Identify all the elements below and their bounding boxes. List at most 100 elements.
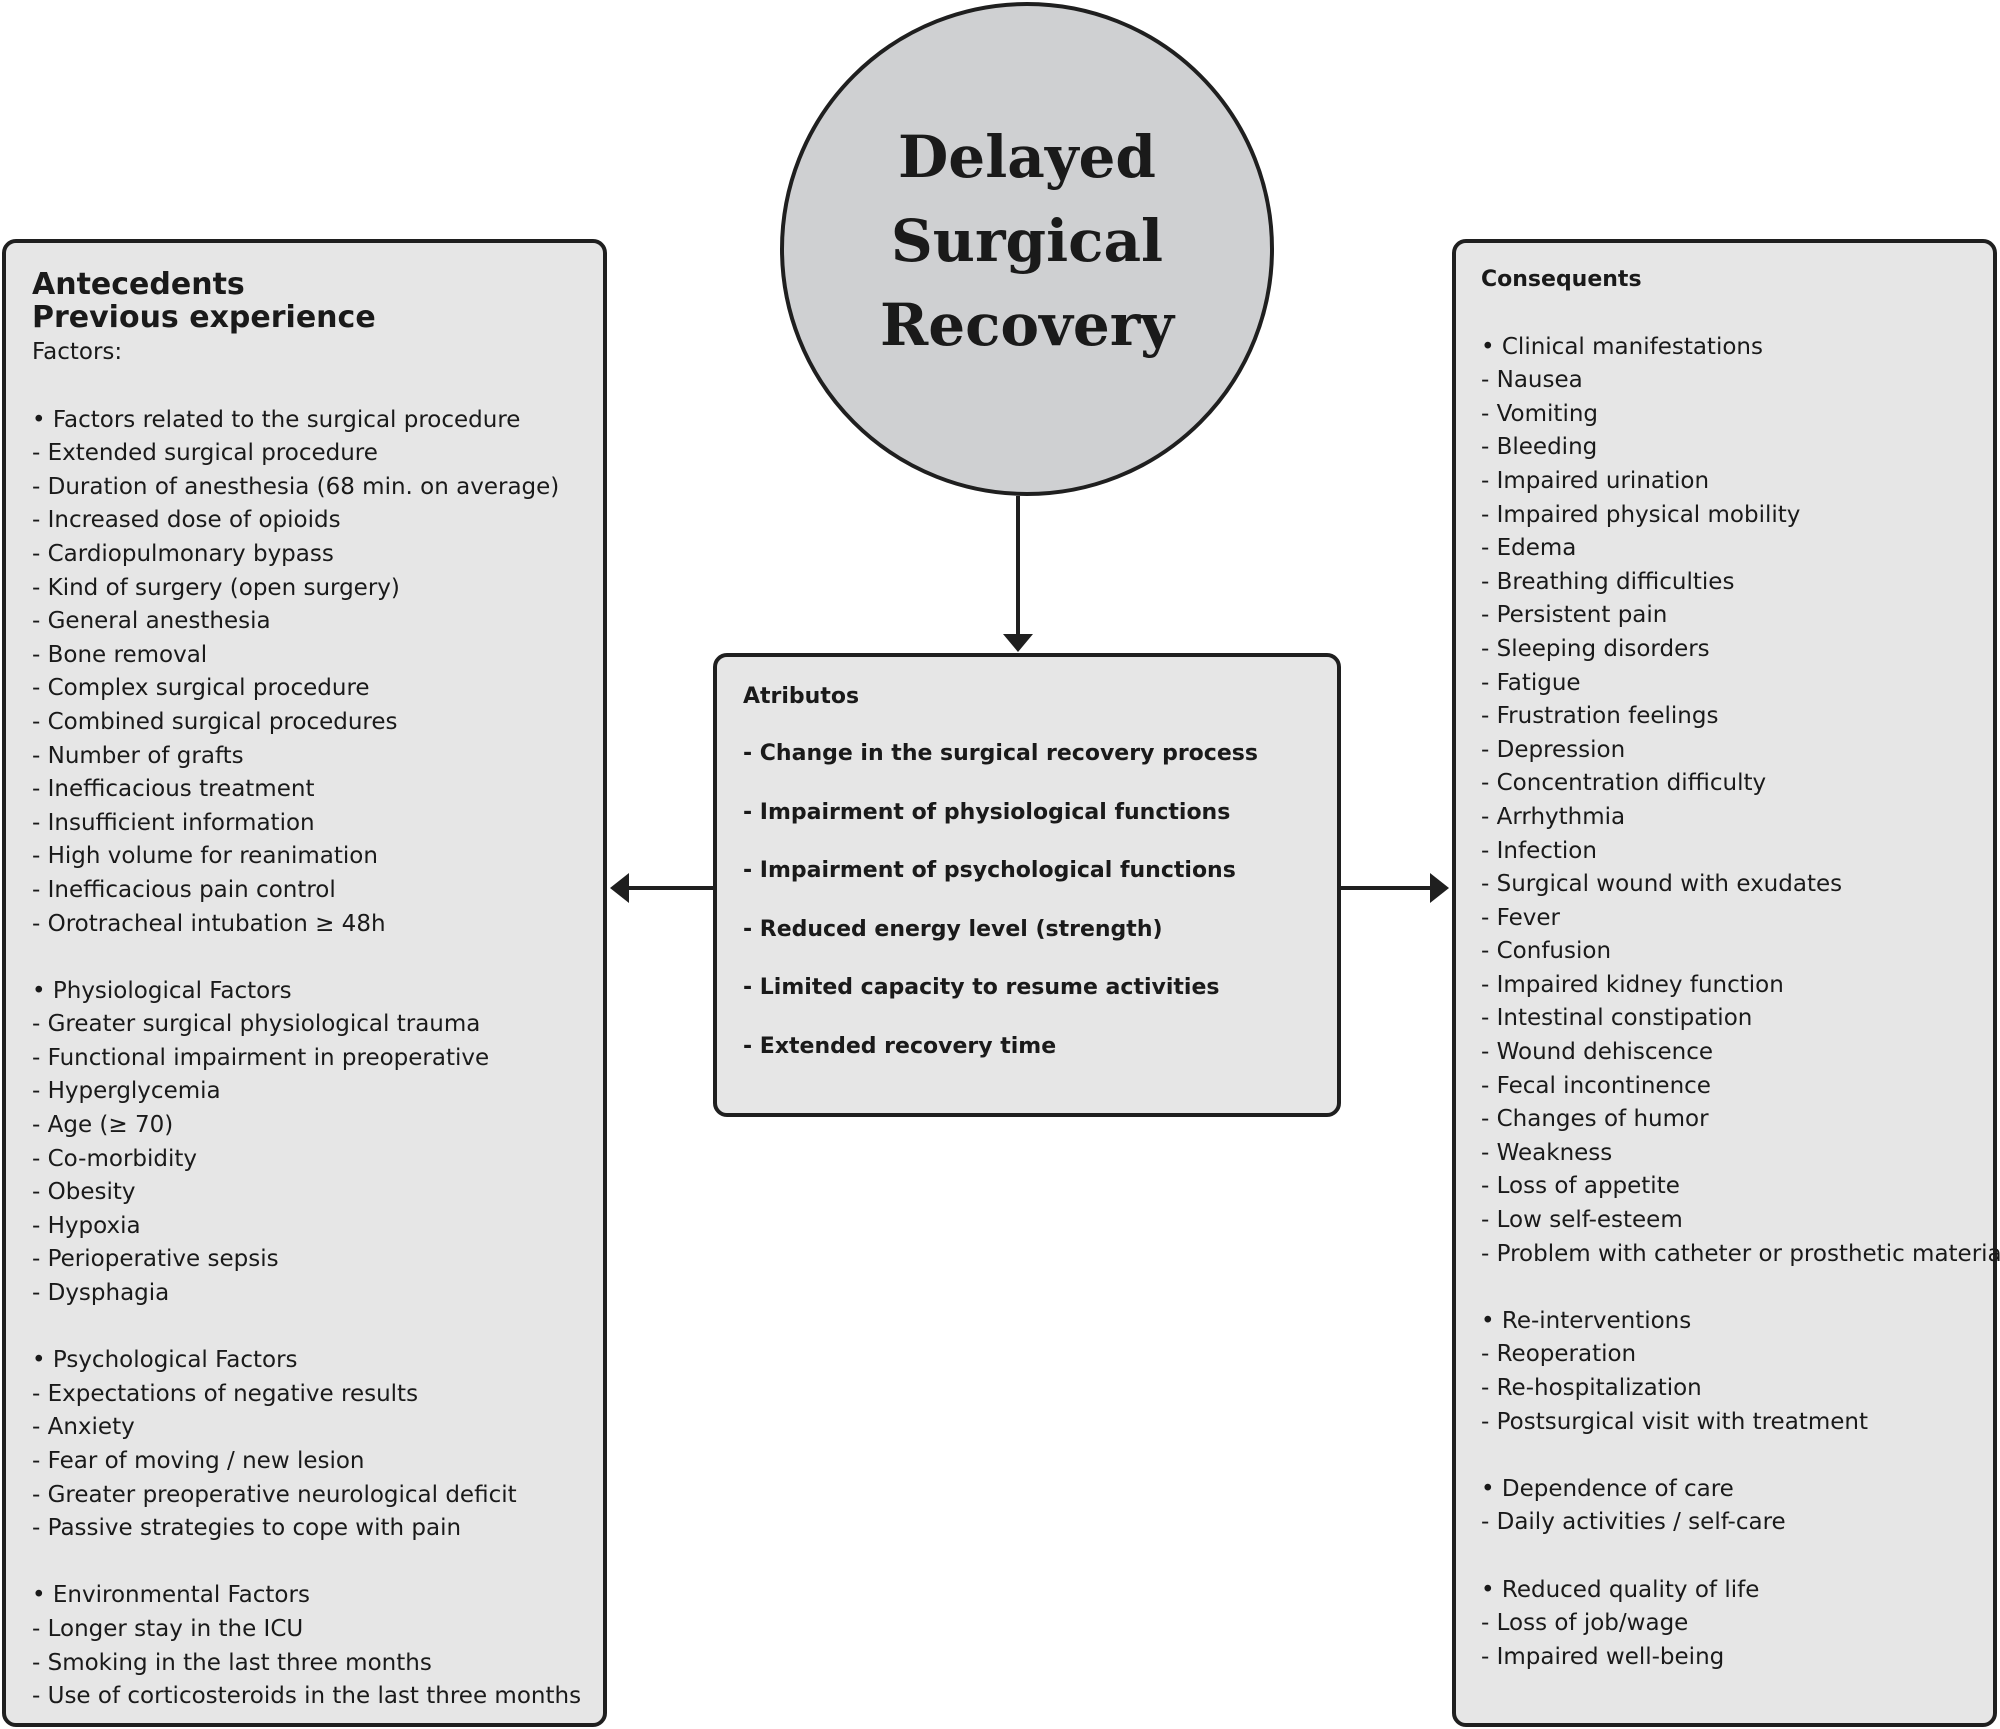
- consequent-item: - Loss of job/wage: [1481, 1610, 1689, 1637]
- factor-item: - Orotracheal intubation ≥ 48h: [32, 910, 386, 937]
- consequent-item: - Infection: [1481, 837, 1597, 864]
- spacer: [32, 370, 603, 404]
- consequent-item: - Breathing difficulties: [1481, 568, 1735, 595]
- concept-circle: Delayed Surgical Recovery: [780, 2, 1274, 496]
- factor-item: - Smoking in the last three months: [32, 1649, 432, 1676]
- consequent-item: - Loss of appetite: [1481, 1173, 1680, 1200]
- consequent-item: - Impaired urination: [1481, 467, 1710, 494]
- attribute-item: - Reduced energy level (strength): [743, 916, 1163, 942]
- consequent-item: - Re-hospitalization: [1481, 1375, 1702, 1401]
- consequent-item: - Edema: [1481, 535, 1577, 562]
- factor-item: - Passive strategies to cope with pain: [32, 1515, 462, 1542]
- antecedents-subtitle: Previous experience: [32, 300, 376, 335]
- consequent-group-header: • Reduced quality of life: [1481, 1576, 1760, 1603]
- concept-title-line: Surgical: [890, 207, 1164, 275]
- factor-item: - Longer stay in the ICU: [32, 1615, 304, 1642]
- consequent-group-header: • Re-interventions: [1481, 1307, 1692, 1334]
- factor-group-header: • Factors related to the surgical proced…: [32, 406, 521, 433]
- consequent-groups: • Clinical manifestations - Nausea - Vomit…: [1481, 297, 2000, 1674]
- spacer: [32, 1546, 603, 1580]
- antecedent-groups: • Factors related to the surgical proced…: [32, 370, 603, 1714]
- consequent-item: - Reoperation: [1481, 1341, 1637, 1368]
- factor-item: - Combined surgical procedures: [32, 708, 398, 735]
- consequent-group: • Clinical manifestations - Nausea - Vomit…: [1481, 297, 2000, 1271]
- consequent-item: - Fever: [1481, 904, 1560, 931]
- consequent-item: - Frustration feelings: [1481, 703, 1719, 730]
- consequents-title: Consequents: [1481, 267, 1642, 292]
- factor-item: - Inefficacious treatment: [32, 776, 315, 803]
- consequent-item: - Postsurgical visit with treatment: [1481, 1408, 1868, 1435]
- factor-group: • Psychological Factors- Expectations of…: [32, 1311, 603, 1546]
- consequent-item: - Problem with catheter or prosthetic ma…: [1481, 1240, 2000, 1267]
- factor-item: - Age (≥ 70): [32, 1112, 174, 1139]
- factor-item: - Functional impairment in preoperative: [32, 1044, 490, 1071]
- consequent-item: - Sleeping disorders: [1481, 635, 1710, 662]
- factor-item: - Duration of anesthesia (68 min. on ave…: [32, 473, 560, 500]
- factor-item: - Extended surgical procedure: [32, 440, 378, 467]
- factor-item: - High volume for reanimation: [32, 843, 378, 870]
- attribute-item: - Impairment of psychological functions: [743, 858, 1236, 884]
- consequent-item: - Wound dehiscence: [1481, 1039, 1714, 1066]
- consequent-item: - Impaired physical mobility: [1481, 501, 1801, 528]
- factor-item: - Bone removal: [32, 641, 208, 668]
- factor-item: - Greater surgical physiological trauma: [32, 1011, 481, 1038]
- factor-item: - General anesthesia: [32, 608, 271, 635]
- attribute-item: - Extended recovery time: [743, 1033, 1057, 1059]
- factor-item: - Dysphagia: [32, 1280, 170, 1307]
- attributes-box: Atributos - Change in the surgical recov…: [713, 653, 1341, 1117]
- consequent-item: - Confusion: [1481, 938, 1612, 965]
- consequent-item: - Daily activities / self-care: [1481, 1509, 1786, 1536]
- factor-item: - Cardiopulmonary bypass: [32, 540, 334, 567]
- consequent-group: • Re-interventions - Reoperation - Re-hosp…: [1481, 1271, 1993, 1439]
- concept-title-line: Recovery: [880, 291, 1174, 359]
- arrowhead-down: [1003, 634, 1033, 652]
- factor-group: • Factors related to the surgical proced…: [32, 370, 603, 941]
- consequent-group: • Dependence of care - Daily activities /…: [1481, 1439, 1993, 1540]
- factor-group-header: • Psychological Factors: [32, 1347, 298, 1374]
- attribute-item: - Limited capacity to resume activities: [743, 975, 1220, 1001]
- factor-group: • Environmental Factors - Longer stay in …: [32, 1546, 603, 1714]
- attribute-item: - Impairment of physiological functions: [743, 799, 1231, 825]
- factor-item: - Hypoxia: [32, 1212, 141, 1239]
- factor-group: • Physiological Factors- Greater surgica…: [32, 941, 603, 1311]
- factor-group-header: • Environmental Factors: [32, 1582, 310, 1609]
- spacer: [1481, 297, 1993, 331]
- factor-item: - Obesity: [32, 1179, 136, 1206]
- factor-item: - Fear of moving / new lesion: [32, 1448, 365, 1474]
- consequent-item: - Nausea: [1481, 367, 1583, 394]
- arrowhead-right: [1430, 873, 1449, 903]
- attributes-title: Atributos: [743, 684, 860, 709]
- antecedents-box: Antecedents Previous experience Factors:…: [2, 239, 607, 1727]
- factor-item: - Perioperative sepsis: [32, 1246, 279, 1273]
- consequent-group-header: • Dependence of care: [1481, 1475, 1734, 1502]
- factor-item: - Number of grafts: [32, 742, 244, 769]
- concept-title-line: Delayed: [898, 123, 1156, 191]
- concept-title: Delayed Surgical Recovery: [880, 115, 1174, 367]
- consequent-item: - Changes of humor: [1481, 1106, 1709, 1133]
- factor-item: - Increased dose of opioids: [32, 507, 341, 534]
- factor-item: - Co-morbidity: [32, 1145, 198, 1172]
- consequent-item: - Bleeding: [1481, 434, 1598, 461]
- consequent-item: - Intestinal constipation: [1481, 1005, 1753, 1032]
- consequent-group-header: • Clinical manifestations: [1481, 333, 1763, 360]
- consequent-item: - Surgical wound with exudates: [1481, 871, 1843, 898]
- factor-item: - Use of corticosteroids in the last thr…: [32, 1683, 582, 1710]
- factor-item: - Inefficacious pain control: [32, 876, 336, 903]
- factor-item: - Greater preoperative neurological defi…: [32, 1481, 517, 1508]
- antecedents-title: Antecedents: [32, 267, 245, 302]
- consequent-item: - Vomiting: [1481, 400, 1599, 427]
- factor-item: - Insufficient information: [32, 809, 315, 836]
- consequent-item: - Fecal incontinence: [1481, 1072, 1711, 1099]
- spacer: [1481, 1271, 1993, 1305]
- consequent-item: - Fatigue: [1481, 669, 1581, 696]
- consequent-item: - Depression: [1481, 736, 1626, 763]
- attributes-list: - Change in the surgical recovery proces…: [743, 725, 1337, 1077]
- arrowhead-left: [610, 873, 629, 903]
- factor-item: - Kind of surgery (open surgery): [32, 574, 400, 601]
- consequent-item: - Impaired well-being: [1481, 1643, 1725, 1670]
- consequent-item: - Concentration difficulty: [1481, 770, 1767, 797]
- consequent-item: - Weakness: [1481, 1139, 1613, 1166]
- consequents-box: Consequents • Clinical manifestations - N…: [1452, 239, 2000, 1727]
- spacer: [32, 941, 603, 975]
